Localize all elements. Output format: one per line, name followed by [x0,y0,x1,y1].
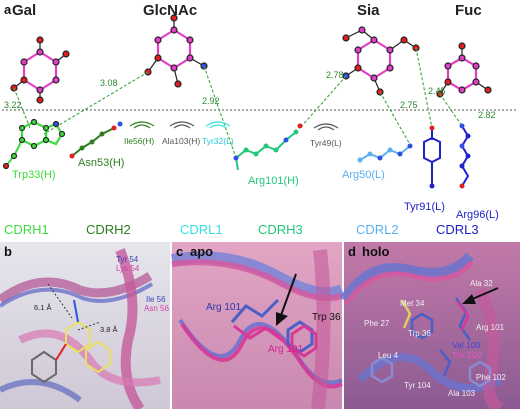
residue-label-trp33: Trp33(H) [12,169,56,181]
sugar-label-glcnac: GlcNAc [143,2,197,19]
label-arg101-holo: Arg 101 [206,302,241,313]
residue-arg50 [357,143,413,163]
panel-d-title: holo [362,244,389,259]
panel-c-letter: c [176,244,183,259]
panel-a: a Gal GlcNAc Sia Fuc [2,2,518,237]
legend-cdrl2: CDRL2 [356,222,399,237]
panel-d: d holo Ala 32 Met 34 Phe 27 Trp 36 Arg 1… [339,242,520,409]
panel-d-letter: d [348,244,356,259]
label-phe102: Phe 102 [476,373,506,382]
ribbon [357,353,502,392]
residue-label-ile56: Ile56(H) [124,136,154,146]
ribbon [311,249,331,409]
label-thr100: Thr 100 [452,350,482,360]
legend-cdrl3: CDRL3 [436,222,479,237]
label-asn56: Asn 56 [144,304,169,313]
residue-arg96 [459,123,471,189]
fuc-ring [436,42,492,98]
label-ala32: Ala 32 [470,279,493,288]
label-met34: Met 34 [400,299,425,308]
distance-label: 2.45 [428,86,446,96]
label-ile56: Ile 56 [146,295,166,304]
label-arg101-apo: Arg 101 [268,344,303,355]
dashed-distances [47,283,101,331]
panel-a-letter: a [4,2,12,17]
sidechains [370,297,492,388]
residue-label-tyr91: Tyr91(L) [404,201,445,213]
panel-b: b Tyr 54 Lys 54 Ile 56 Asn 56 6.1 Å 3.8 … [0,242,170,409]
ribbon [343,260,474,306]
cdr-legend: CDRH1 CDRH2 CDRL1 CDRH3 CDRL2 CDRL3 [4,222,479,237]
label-arg101: Arg 101 [476,323,505,332]
label-ala103: Ala 103 [448,389,476,398]
distance-label: 3.22 [4,100,22,110]
legend-cdrh1: CDRH1 [4,222,49,237]
gal-ring [10,36,70,104]
ribbon [0,379,82,403]
glycan-sticks [31,299,111,384]
distance-label: 2.92 [202,96,220,106]
pointer-arrow [469,287,499,301]
distance-label: 2.75 [400,100,418,110]
ribbon [115,248,145,409]
residue-asn53 [69,121,123,159]
panel-b-letter: b [4,244,12,259]
residue-label-tyr32: Tyr32(L) [202,136,234,146]
arrow-head [276,312,288,326]
label-tyr54: Tyr 54 [116,255,139,264]
residue-arg101 [233,123,303,171]
label-phe27: Phe 27 [364,319,390,328]
label-lys54: Lys 54 [116,264,140,273]
sugar-label-fuc: Fuc [455,2,482,19]
distance-label: 2.82 [478,110,496,120]
hydrophobic-arcs [129,121,339,131]
legend-cdrh3: CDRH3 [258,222,303,237]
residue-trp33 [2,118,66,170]
glcnac-ring [144,14,208,88]
pointer-arrow [279,273,297,319]
sugar-label-sia: Sia [357,2,380,19]
residue-label-arg101: Arg101(H) [248,175,299,187]
label-leu4: Leu 4 [378,351,399,360]
legend-cdrh2: CDRH2 [86,222,131,237]
label-tyr104: Tyr 104 [404,381,431,390]
arrow-head [462,294,476,304]
label-trp36: Trp 36 [312,312,341,323]
panel-c-title: apo [190,244,213,259]
arg-sidechains [230,298,318,358]
residue-tyr91 [423,125,441,189]
label-val100: Val 100 [452,340,480,350]
residue-label-ala103: Ala103(H) [162,136,200,146]
legend-cdrl1: CDRL1 [180,222,223,237]
panel-c: c apo Arg 101 Arg 101 Trp 36 [170,242,345,409]
residue-label-asn53: Asn53(H) [78,157,124,169]
sia-ring [342,26,420,96]
hbond-lines [13,47,463,159]
ribbon [18,329,161,387]
sugar-label-gal: Gal [12,2,36,19]
label-distance-6-1: 6.1 Å [34,303,52,312]
distance-label: 3.08 [100,78,118,88]
label-distance-3-8: 3.8 Å [100,325,118,334]
label-trp36: Trp 36 [408,329,431,338]
distance-labels: 3.22 3.08 2.92 2.78 2.75 2.45 2.82 [4,70,496,120]
residue-label-tyr49: Tyr49(L) [310,138,342,148]
residue-label-arg50: Arg50(L) [342,169,385,181]
distance-label: 2.78 [326,70,344,80]
ribbon [339,252,474,303]
residue-label-arg96: Arg96(L) [456,209,499,221]
